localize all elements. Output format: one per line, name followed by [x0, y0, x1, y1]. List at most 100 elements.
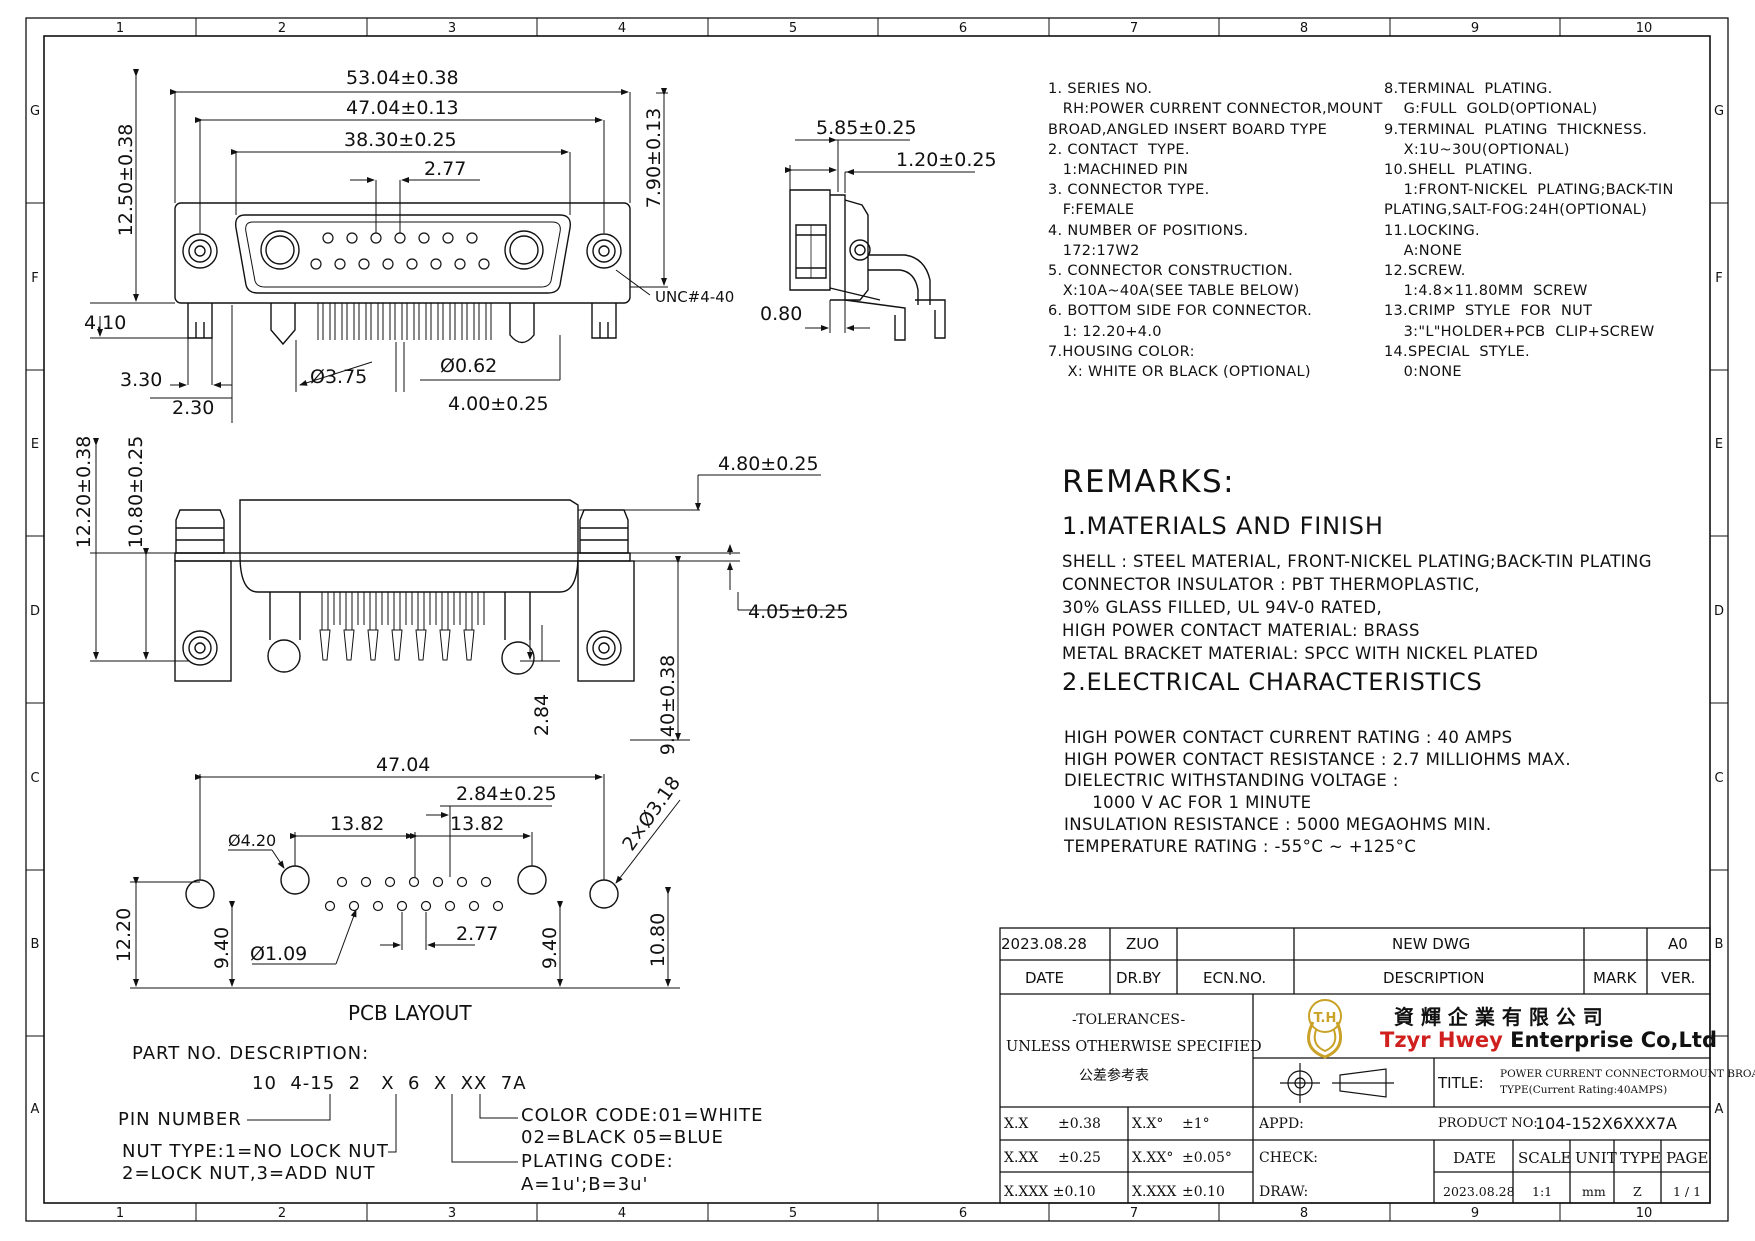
note-line: X: WHITE OR BLACK (OPTIONAL) [1048, 364, 1311, 381]
tol-xx-value: ±0.25 [1058, 1150, 1101, 1166]
value-type: Z [1633, 1184, 1642, 1199]
part-number-title: PART NO. DESCRIPTION: [132, 1043, 370, 1064]
dim-13-82-right: 13.82 [450, 813, 504, 835]
remark-line: 30% GLASS FILLED, UL 94V-0 RATED, [1062, 598, 1383, 617]
col-label: 2 [278, 1206, 286, 1221]
thread-label: UNC#4-40 [655, 288, 734, 306]
dim-pin-dia: Ø3.75 [310, 366, 367, 388]
remark-line: DIELECTRIC WITHSTANDING VOLTAGE : [1064, 771, 1399, 791]
row-label: E [31, 437, 39, 452]
dim-height-left: 12.50±0.38 [115, 124, 137, 237]
top-view-labels: 53.04±0.38 47.04±0.13 38.30±0.25 2.77 12… [84, 67, 734, 419]
company-logo-icon: T.H [1307, 999, 1342, 1059]
dim-pitch: 2.77 [424, 158, 466, 180]
pcb-layout [185, 865, 619, 912]
top-view [174, 202, 631, 346]
col-label: 8 [1300, 21, 1308, 36]
header-ecn: ECN.NO. [1203, 969, 1267, 987]
check-label: CHECK: [1259, 1150, 1319, 1166]
tol-xxa-value: ±0.05° [1182, 1150, 1232, 1166]
note-line: 4. NUMBER OF POSITIONS. [1048, 222, 1249, 239]
tol-xxxb: X.XXX [1132, 1184, 1177, 1200]
header-page: PAGE [1666, 1149, 1709, 1167]
part-number-code: 10 4-15 2 X 6 X XX 7A [252, 1073, 527, 1094]
product-no-label: PRODUCT NO: [1438, 1116, 1538, 1131]
header-drby: DR.BY [1116, 969, 1161, 987]
dim-12-20-pcb: 12.20 [113, 908, 135, 962]
plating-code-label-1: PLATING CODE: [521, 1151, 674, 1172]
rev-ver: A0 [1668, 935, 1688, 953]
row-label: F [31, 271, 38, 286]
remarks-materials: SHELL : STEEL MATERIAL, FRONT-NICKEL PLA… [1062, 550, 1652, 665]
color-code-label-1: COLOR CODE:01=WHITE [521, 1105, 764, 1126]
pcb-layout-dims [130, 774, 681, 989]
logo-mark: T.H [1314, 1011, 1337, 1026]
row-label: G [1714, 104, 1724, 119]
remark-line: HIGH POWER CONTACT RESISTANCE : 2.7 MILL… [1064, 749, 1571, 769]
note-line: A:NONE [1384, 242, 1463, 259]
col-label: 3 [448, 21, 456, 36]
front-view-labels: 4.80±0.25 4.05±0.25 12.20±0.38 10.80±0.2… [73, 436, 849, 756]
product-no-value: 104-152X6XXX7A [1535, 1114, 1677, 1133]
tol-xxxb-value: ±0.10 [1182, 1184, 1225, 1200]
rev-date: 2023.08.28 [1001, 935, 1087, 953]
note-line: 11.LOCKING. [1384, 222, 1480, 239]
note-line: 172:17W2 [1048, 242, 1140, 259]
dim-4-00: 4.00±0.25 [448, 393, 549, 415]
note-line: 1:4.8×11.80MM SCREW [1384, 283, 1588, 300]
dim-2-77: 2.77 [456, 923, 498, 945]
row-label: A [31, 1102, 40, 1117]
note-line: 9.TERMINAL PLATING THICKNESS. [1384, 121, 1648, 138]
note-line: 13.CRIMP STYLE FOR NUT [1384, 303, 1593, 320]
top-view-dims [90, 69, 668, 423]
col-label: 4 [618, 1206, 626, 1221]
side-view-dims [785, 137, 975, 333]
tol-xa: X.X° [1132, 1116, 1164, 1132]
tol-xxa: X.XX° [1132, 1150, 1174, 1166]
col-label: 2 [278, 21, 286, 36]
value-page: 1 / 1 [1673, 1184, 1702, 1199]
note-line: 3. CONNECTOR TYPE. [1048, 182, 1210, 199]
note-line: 2. CONTACT TYPE. [1048, 141, 1190, 158]
dim-3-30: 3.30 [120, 369, 162, 391]
dim-13-82-left: 13.82 [330, 813, 384, 835]
header-date: DATE [1025, 969, 1065, 987]
dim-height-right: 7.90±0.13 [643, 108, 665, 209]
remark-line: TEMPERATURE RATING : -55°C ~ +125°C [1064, 836, 1417, 856]
remark-line: HIGH POWER CONTACT MATERIAL: BRASS [1062, 621, 1420, 640]
notes-right: 8.TERMINAL PLATING. G:FULL GOLD(OPTIONAL… [1384, 59, 1674, 402]
remark-line: METAL BRACKET MATERIAL: SPCC WITH NICKEL… [1062, 644, 1539, 663]
remark-line: INSULATION RESISTANCE : 5000 MEGAOHMS MI… [1064, 814, 1492, 834]
value-scale: 1:1 [1532, 1184, 1553, 1199]
col-label: 1 [116, 1206, 124, 1221]
col-label: 9 [1471, 1206, 1479, 1221]
header-scale: SCALE [1518, 1149, 1572, 1167]
tol-xxx: X.XXX ±0.10 [1004, 1184, 1096, 1200]
remark-line: SHELL : STEEL MATERIAL, FRONT-NICKEL PLA… [1062, 552, 1652, 571]
row-label: C [30, 771, 39, 786]
remarks-title: REMARKS: [1062, 464, 1236, 500]
dim-mount: 47.04±0.13 [346, 97, 459, 119]
col-label: 1 [116, 21, 124, 36]
row-label: B [1715, 937, 1724, 952]
row-label: B [31, 937, 40, 952]
col-label: 3 [448, 1206, 456, 1221]
dim-1-20: 1.20±0.25 [896, 149, 997, 171]
tolerances-subtitle: UNLESS OTHERWISE SPECIFIED [1006, 1039, 1262, 1055]
header-date-2: DATE [1453, 1149, 1496, 1167]
dim-9-40-left: 9.40 [211, 927, 233, 969]
side-view [789, 189, 946, 341]
tol-x-value: ±0.38 [1058, 1116, 1101, 1132]
note-line: RH:POWER CURRENT CONNECTOR,MOUNT [1048, 101, 1383, 118]
dim-4-80: 4.80±0.25 [718, 453, 819, 475]
note-line: 8.TERMINAL PLATING. [1384, 81, 1553, 98]
pcb-layout-labels: 47.04 2.84±0.25 13.82 13.82 Ø4.20 2×Ø3.1… [113, 754, 685, 1025]
tolerances-cn: 公差参考表 [1079, 1068, 1149, 1084]
row-label: G [30, 104, 40, 119]
value-unit: mm [1582, 1184, 1606, 1199]
note-line: 1:MACHINED PIN [1048, 162, 1189, 179]
note-line: X:10A~40A(SEE TABLE BELOW) [1048, 283, 1300, 300]
tol-x: X.X [1004, 1116, 1029, 1132]
note-line: 6. BOTTOM SIDE FOR CONNECTOR. [1048, 303, 1313, 320]
header-ver: VER. [1661, 969, 1696, 987]
